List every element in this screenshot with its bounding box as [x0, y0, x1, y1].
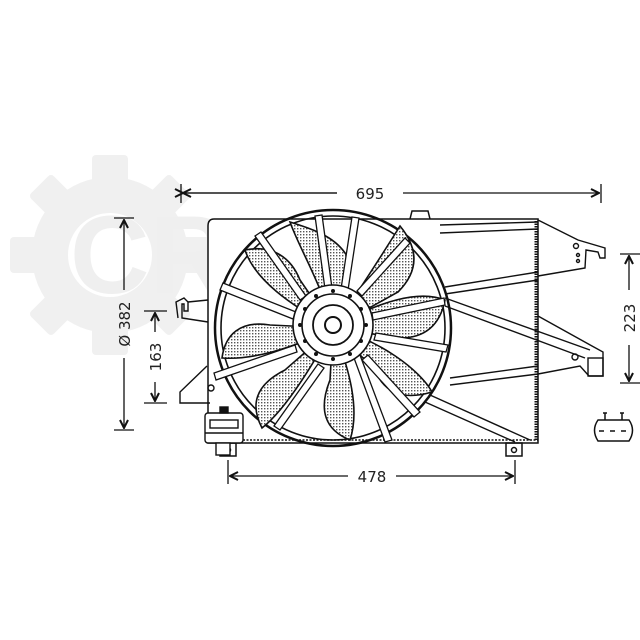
dimension-label-163: 163	[147, 343, 165, 372]
watermark: CR	[10, 155, 229, 355]
motor-connector-housing	[204, 406, 244, 456]
left-bracket	[175, 297, 215, 404]
dimension-label-478: 478	[358, 468, 387, 486]
dimension-left-height	[144, 310, 167, 404]
watermark-text: CR	[70, 194, 229, 317]
dimension-overall-width	[181, 184, 602, 203]
fan-ring	[213, 208, 453, 448]
dimension-label-382: Ø 382	[116, 301, 134, 346]
right-mounting-arms	[424, 219, 606, 443]
connector-plug-icon	[593, 412, 634, 442]
dimension-mount-spacing	[227, 460, 516, 484]
motor-hub	[292, 284, 374, 366]
dimension-fan-diameter	[114, 217, 134, 431]
dimension-right-height	[620, 253, 640, 384]
dimension-label-223: 223	[621, 304, 639, 333]
gear-icon	[10, 155, 210, 355]
dimension-label-695: 695	[356, 185, 385, 203]
